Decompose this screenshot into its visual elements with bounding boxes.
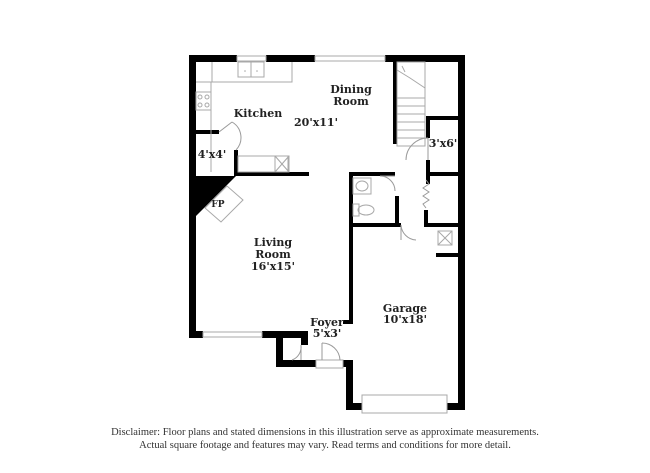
pantry-dimensions: 4'x4'	[198, 148, 227, 161]
dining-room-dimensions: 20'x11'	[294, 116, 338, 129]
water-heater-icon	[437, 230, 453, 246]
disclaimer: Disclaimer: Floor plans and stated dimen…	[0, 426, 650, 452]
garage-label: Garage	[383, 302, 427, 315]
living-room-dimensions: 16'x15'	[251, 260, 295, 273]
dining-room-label-line1: Dining	[330, 83, 372, 96]
fireplace	[204, 185, 244, 223]
kitchen-counters	[195, 61, 293, 173]
living-room-label-line2: Room	[255, 248, 291, 261]
windows	[202, 55, 448, 414]
garage-dimensions: 10'x18'	[383, 313, 427, 326]
fireplace-label: FP	[211, 200, 224, 210]
living-room-label-line1: Living	[254, 236, 292, 249]
sink-icon	[237, 61, 265, 78]
closet-dimensions: 3'x6'	[429, 137, 458, 150]
refrigerator-icon	[274, 155, 290, 173]
foyer-label: Foyer	[310, 316, 344, 329]
garage-door-entry	[400, 224, 417, 241]
staircase	[396, 61, 426, 147]
bifold-door	[422, 179, 430, 209]
closet-door	[405, 137, 429, 161]
stove-icon	[195, 91, 212, 111]
front-door	[315, 342, 344, 369]
powder-room-fixtures	[352, 175, 396, 217]
foyer-dimensions: 5'x3'	[313, 327, 342, 340]
toilet-icon	[352, 203, 375, 217]
dining-room-label-line2: Room	[333, 95, 369, 108]
kitchen-label: Kitchen	[234, 107, 283, 120]
room-labels: Kitchen Dining Room 20'x11' 4'x4' 3'x6' …	[198, 83, 458, 340]
disclaimer-line-2: Actual square footage and features may v…	[139, 440, 511, 451]
interior-walls	[189, 62, 465, 324]
pantry-door	[218, 121, 242, 151]
disclaimer-line-1: Disclaimer: Floor plans and stated dimen…	[111, 427, 539, 438]
exterior-walls	[189, 55, 465, 410]
foyer-closet-door	[291, 344, 302, 361]
vanity-sink-icon	[352, 177, 372, 195]
